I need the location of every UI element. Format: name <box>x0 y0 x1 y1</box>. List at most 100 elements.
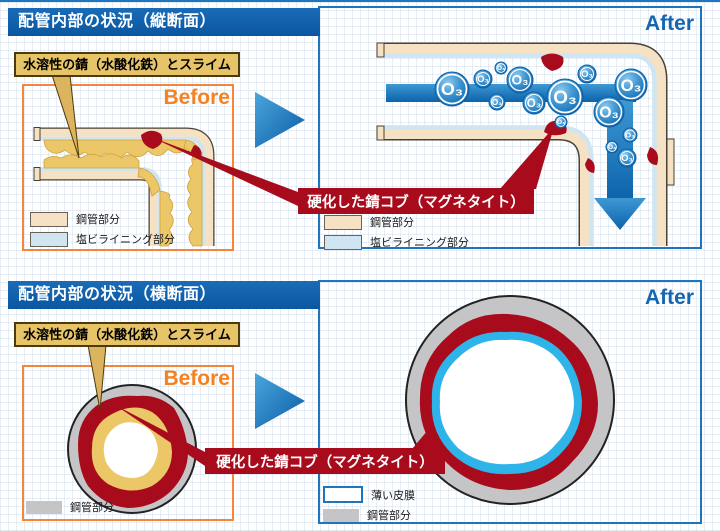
ozone-bubble: O₃ <box>434 71 470 107</box>
ozone-label: O₃ <box>441 79 463 99</box>
open-bore <box>439 339 574 465</box>
legend-after-horizontal: 薄い皮膜 鋼管部分 <box>323 486 415 523</box>
ozone-label: O₃ <box>581 69 593 80</box>
ozone-bubble: O₃ <box>593 96 625 128</box>
slime-callout-vertical: 水溶性の錆（水酸化鉄）とスライム <box>14 52 240 77</box>
legend-row: 鋼管部分 <box>26 499 114 515</box>
rust-pointer <box>115 405 205 466</box>
steel-swatch <box>30 211 68 227</box>
ozone-bubble: O₃ <box>617 148 637 168</box>
before-word-horizontal: Before <box>163 367 230 390</box>
ozone-bubble: O₃ <box>605 140 619 154</box>
flow-down-arrow-head <box>594 198 646 230</box>
lining-swatch <box>30 231 68 247</box>
ozone-bubble: O₃ <box>506 66 534 94</box>
rust-pointer <box>151 137 298 206</box>
before-word-vertical: Before <box>163 86 230 109</box>
rust-callout-text: 硬化した錆コブ（マグネタイト） <box>216 454 434 471</box>
after-word-horizontal: After <box>644 286 694 309</box>
rust-callout-horizontal: 硬化した錆コブ（マグネタイト） <box>205 448 445 474</box>
legend-row: 薄い皮膜 <box>323 486 415 503</box>
pipe-end-cap <box>376 125 385 141</box>
rust-callout-text: 硬化した錆コブ（マグネタイト） <box>307 194 525 211</box>
ozone-label: O₃ <box>621 76 642 95</box>
legend-label: 塩ビライニング部分 <box>370 237 469 249</box>
rust-deposit <box>541 53 564 71</box>
ozone-label: O₃ <box>608 144 616 151</box>
pipe-lining <box>40 136 206 246</box>
top-divider-rule <box>0 0 720 2</box>
rust-pointer <box>500 127 554 189</box>
transition-arrow <box>255 373 305 429</box>
steel-gray-swatch <box>26 500 62 514</box>
ozone-bubble: O₃ <box>473 69 493 89</box>
section-title-text: 配管内部の状況（縦断面） <box>18 13 217 30</box>
rust-deposit <box>647 147 659 165</box>
ozone-label: O₃ <box>477 74 489 85</box>
thin-film-swatch <box>323 486 363 503</box>
after-panel-horizontal <box>318 280 702 524</box>
steel-gray-swatch <box>323 508 359 522</box>
legend-label: 薄い皮膜 <box>371 489 415 502</box>
ozone-label: O₃ <box>557 119 565 126</box>
steel-swatch <box>324 214 362 230</box>
legend-label: 鋼管部分 <box>370 217 414 229</box>
slime-deposit <box>159 190 174 247</box>
legend-row: 鋼管部分 <box>324 214 469 230</box>
ozone-label: O₃ <box>553 87 576 108</box>
transition-arrow <box>255 92 305 148</box>
ozone-bubble: O₃ <box>522 91 546 115</box>
slime-callout-horizontal: 水溶性の錆（水酸化鉄）とスライム <box>14 322 240 347</box>
before-horizontal-cross-section <box>67 384 197 514</box>
legend-before-vertical: 鋼管部分 塩ビライニング部分 <box>30 211 175 247</box>
slime-deposit <box>43 153 140 169</box>
ozone-label: O₃ <box>527 97 541 110</box>
ozone-bubble: O₃ <box>622 127 638 143</box>
ozone-label: O₃ <box>621 153 633 164</box>
pipe-lining <box>384 53 657 246</box>
ozone-bubble: O₃ <box>554 115 568 129</box>
legend-after-vertical: 鋼管部分 塩ビライニング部分 <box>324 214 469 250</box>
open-bore <box>103 422 158 478</box>
ozone-label: O₃ <box>599 104 619 121</box>
legend-row: 塩ビライニング部分 <box>30 231 175 247</box>
ozone-label: O₃ <box>497 65 505 72</box>
legend-label: 鋼管部分 <box>367 510 411 522</box>
before-panel-vertical <box>22 84 234 251</box>
pipe-end-cap <box>33 167 41 181</box>
after-word-vertical: After <box>644 12 694 35</box>
ozone-bubble: O₃ <box>488 93 506 111</box>
ozone-label: O₃ <box>512 73 529 88</box>
legend-label: 鋼管部分 <box>76 214 120 226</box>
legend-before-horizontal: 鋼管部分 <box>26 499 114 515</box>
ozone-bubble: O₃ <box>494 61 508 75</box>
rust-deposit <box>141 130 163 149</box>
rust-callout-vertical: 硬化した錆コブ（マグネタイト） <box>298 188 534 214</box>
pipe-end-cap <box>376 42 385 58</box>
slime-callout-text: 水溶性の錆（水酸化鉄）とスライム <box>23 57 231 72</box>
before-vertical-pipe-drawing <box>33 127 215 247</box>
legend-label: 塩ビライニング部分 <box>76 234 175 246</box>
after-horizontal-cross-section <box>405 295 615 505</box>
section-title-horizontal: 配管内部の状況（横断面） <box>8 281 320 309</box>
ozone-label: O₃ <box>625 131 634 140</box>
pipe-end-cap <box>33 127 41 141</box>
slime-callout-text: 水溶性の錆（水酸化鉄）とスライム <box>23 327 231 342</box>
section-title-vertical: 配管内部の状況（縦断面） <box>8 8 320 36</box>
after-panel-vertical <box>318 6 702 249</box>
ozone-label: O₃ <box>492 97 503 107</box>
legend-label: 鋼管部分 <box>70 502 114 514</box>
legend-row: 鋼管部分 <box>323 507 415 523</box>
lining-swatch <box>324 234 362 250</box>
pipe-outer-wall <box>40 128 214 246</box>
pipe-outer-wall <box>384 44 666 246</box>
before-panel-horizontal <box>22 365 234 521</box>
legend-row: 鋼管部分 <box>30 211 175 227</box>
rust-deposit <box>585 158 595 173</box>
ozone-bubble: O₃ <box>614 68 648 102</box>
slime-deposit <box>187 151 203 247</box>
